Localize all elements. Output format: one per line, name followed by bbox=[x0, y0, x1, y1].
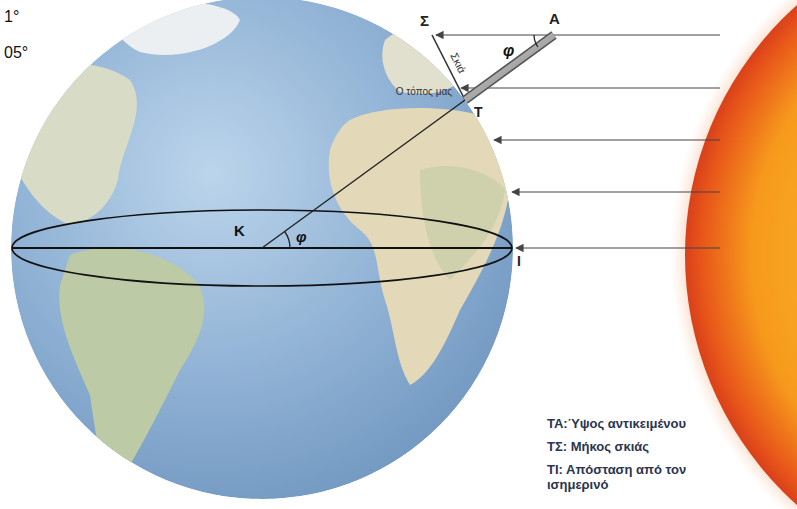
point-letter: Κ bbox=[234, 222, 245, 239]
legend-note: ΤΣ: Μήκος σκιάς bbox=[547, 440, 649, 455]
legend-note: ΤΑ:Ύψος αντικειμένου bbox=[547, 417, 686, 432]
globe bbox=[10, 0, 513, 499]
angle-symbol: φ bbox=[503, 42, 514, 60]
radius-line bbox=[262, 100, 465, 248]
point-letter: Α bbox=[549, 10, 560, 27]
angle-symbol: φ bbox=[296, 228, 307, 245]
point-letter: Σ bbox=[420, 12, 429, 29]
globe-haze bbox=[11, 0, 513, 499]
sun-ray bbox=[436, 34, 720, 35]
object-stick-highlight bbox=[465, 35, 554, 100]
shadow-label: Σκιά bbox=[447, 51, 468, 76]
sun-ray bbox=[494, 139, 720, 140]
scale-note: 1° bbox=[4, 8, 19, 26]
place-label: Ο τόπος μας bbox=[396, 86, 452, 98]
legend-note: ΤΙ: Απόσταση από τον ισημερινό bbox=[547, 463, 719, 493]
sun-glow bbox=[670, 0, 797, 509]
point-letter: Τ bbox=[474, 104, 483, 120]
scale-note: 05° bbox=[4, 44, 28, 62]
object-stick bbox=[465, 35, 554, 100]
sun-ray bbox=[512, 191, 720, 192]
ocean bbox=[11, 0, 513, 499]
sun-ray bbox=[461, 87, 720, 88]
sun-ray bbox=[516, 247, 720, 248]
angle-arc bbox=[534, 35, 538, 47]
point-letter: Ι bbox=[517, 253, 521, 269]
angle-arc bbox=[285, 232, 290, 249]
sun bbox=[685, 0, 797, 509]
